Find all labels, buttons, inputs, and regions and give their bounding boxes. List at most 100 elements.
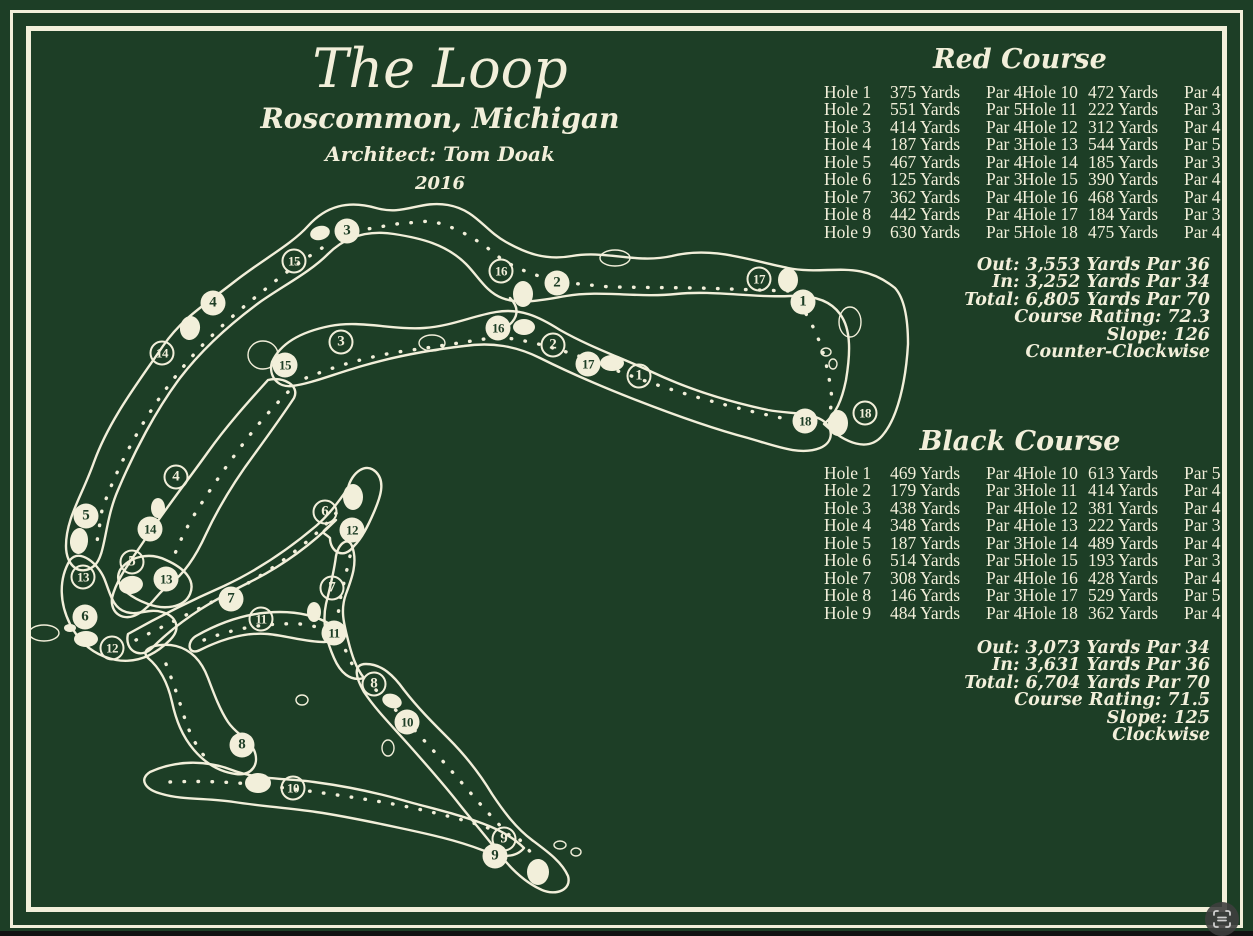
hole-badge: 18 [792, 408, 818, 434]
summary-line: Total: 6,704 Yards Par 70 [964, 672, 1210, 693]
hole-badge: 14 [137, 516, 163, 542]
hole-par: Par 4 [986, 116, 1023, 137]
hole-yards: 362 Yards [890, 186, 961, 207]
hole-par: Par 3 [1184, 204, 1221, 225]
hole-badge: 13 [70, 564, 96, 590]
hole-badge: 11 [321, 620, 347, 646]
hole-yards: 489 Yards [1088, 532, 1159, 553]
hole-par: Par 5 [1184, 134, 1221, 155]
hole-par: Par 5 [986, 221, 1023, 242]
hole-par: Par 3 [1184, 515, 1221, 536]
hole-yards: 475 Yards [1088, 221, 1159, 242]
hole-par: Par 4 [1184, 602, 1221, 623]
hole-badge: 9 [482, 843, 508, 869]
hole-hole: Hole 15 [1022, 550, 1078, 571]
hole-yards: 613 Yards [1088, 463, 1159, 483]
hole-hole: Hole 15 [1022, 169, 1078, 190]
screenshot-edge-strip [0, 931, 1253, 936]
hole-yards: 125 Yards [890, 169, 961, 190]
hole-yards: 438 Yards [890, 497, 961, 518]
page-subtitle: Roscommon, Michigan [260, 102, 620, 135]
hole-yards: 390 Yards [1088, 169, 1159, 190]
hole-badge: 13 [153, 566, 179, 592]
hole-hole: Hole 4 [824, 515, 872, 536]
architect-credit: Architect: Tom Doak [325, 142, 555, 166]
hole-par: Par 3 [1184, 550, 1221, 571]
page-title: The Loop [312, 37, 568, 100]
scan-text-icon[interactable] [1205, 902, 1239, 936]
hole-yards: 187 Yards [890, 134, 961, 155]
hole-yards: 514 Yards [890, 550, 961, 571]
hole-par: Par 4 [1184, 82, 1221, 102]
hole-par: Par 4 [986, 186, 1023, 207]
hole-hole: Hole 11 [1022, 99, 1078, 120]
summary-line: Slope: 126 [1106, 324, 1210, 345]
hole-par: Par 4 [986, 151, 1023, 172]
hole-par: Par 4 [1184, 186, 1221, 207]
hole-yards: 468 Yards [1088, 186, 1159, 207]
hole-hole: Hole 6 [824, 550, 872, 571]
summary-line: Course Rating: 71.5 [1014, 690, 1210, 711]
hole-par: Par 4 [1184, 480, 1221, 501]
hole-yards: 187 Yards [890, 532, 961, 553]
hole-yards: 222 Yards [1088, 99, 1159, 120]
hole-hole: Hole 8 [824, 204, 872, 225]
hole-par: Par 4 [986, 602, 1023, 623]
hole-badge: 6 [312, 499, 338, 525]
hole-hole: Hole 12 [1022, 116, 1078, 137]
hole-yards: 222 Yards [1088, 515, 1159, 536]
hole-hole: Hole 11 [1022, 480, 1078, 501]
hole-par: Par 4 [986, 82, 1023, 102]
hole-par: Par 4 [1184, 567, 1221, 588]
hole-badge: 6 [72, 604, 98, 630]
hole-hole: Hole 18 [1022, 602, 1078, 623]
hole-yards: 312 Yards [1088, 116, 1159, 137]
summary-line: In: 3,252 Yards Par 34 [992, 272, 1210, 293]
hole-hole: Hole 8 [824, 585, 872, 606]
summary-line: In: 3,631 Yards Par 36 [992, 655, 1210, 676]
hole-yards: 442 Yards [890, 204, 961, 225]
scan-text-glyph [1213, 910, 1231, 928]
hole-par: Par 3 [986, 134, 1023, 155]
hole-badge: 5 [119, 549, 145, 575]
year-label: 2016 [414, 173, 466, 194]
hole-badge: 4 [163, 464, 189, 490]
hole-par: Par 3 [986, 480, 1023, 501]
hole-badge: 15 [281, 248, 307, 274]
fairway-outlines [60, 202, 910, 894]
summary-line: Out: 3,553 Yards Par 36 [976, 255, 1210, 275]
hole-badge: 12 [99, 635, 125, 661]
hole-yards: 184 Yards [1088, 204, 1159, 225]
hole-badge: 3 [334, 218, 360, 244]
hole-hole: Hole 7 [824, 567, 872, 588]
hole-par: Par 4 [986, 515, 1023, 536]
hole-hole: Hole 1 [824, 82, 872, 102]
hole-yards: 308 Yards [890, 567, 961, 588]
hole-yards: 484 Yards [890, 602, 961, 623]
hole-yards: 551 Yards [890, 99, 961, 120]
hole-yards: 381 Yards [1088, 497, 1159, 518]
hole-badge: 7 [319, 575, 345, 601]
hole-yards: 179 Yards [890, 480, 961, 501]
hole-badge: 1 [790, 289, 816, 315]
hole-hole: Hole 5 [824, 532, 872, 553]
hole-par: Par 4 [1184, 497, 1221, 518]
hole-badge: 11 [248, 606, 274, 632]
hole-hole: Hole 2 [824, 480, 872, 501]
